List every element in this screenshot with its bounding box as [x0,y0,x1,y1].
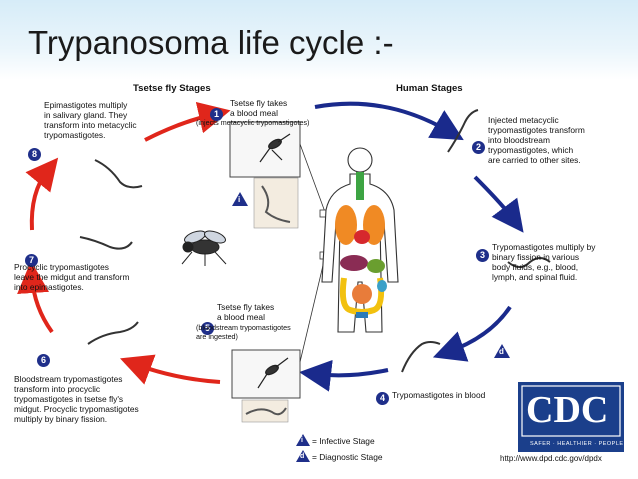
tsetse-fly-illustration [181,230,227,266]
liver [340,255,368,271]
parasite-stage8-icon [94,159,143,189]
cdc-logo-border [521,385,621,437]
stage-4-badge: 4 [376,388,389,406]
legend-diagnostic-label: = Diagnostic Stage [312,452,383,462]
diagnostic-marker-letter: d [499,347,504,356]
stomach [367,259,385,273]
cdc-logo-text: CDC [526,389,609,431]
stage-1-note: (injects metacyclic trypomastigotes) [196,118,310,127]
stage1-leader-line [299,143,326,213]
stage1-fly-icon [259,133,291,163]
cdc-logo-tagline: SAFER · HEALTHIER · PEOPLE™ [530,441,630,447]
parasite-stage6-icon [87,321,139,345]
tsetse-header: Tsetse fly Stages [133,83,211,94]
stage-5-text: Tsetse fly takes a blood meal [217,302,275,322]
infective-marker-triangle [232,192,248,206]
stage-1-badge: 1 [210,104,223,122]
arrow-1-to-2 [314,101,464,141]
stage-7-text: Procyclic trypomastigotes leave the midg… [14,262,130,292]
arrow-3-to-4 [432,305,512,362]
stage-3-text: Trypomastigotes multiply by binary fissi… [492,242,596,282]
stage-2-badge: 2 [472,137,485,155]
stage-3-badge: 3 [476,245,489,263]
slide-title: Trypanosoma life cycle :- [28,24,394,61]
arrow-4-to-5 [299,359,389,392]
arrow-5-to-6 [120,354,221,385]
slide-header-band [0,0,638,80]
arrow-8-to-1 [144,101,231,142]
diagnostic-marker-triangle [494,344,510,358]
parasite-stage3-icon [507,257,551,268]
kidney [377,280,387,292]
source-url[interactable]: http://www.dpd.cdc.gov/dpdx [500,454,602,463]
stage1-inset [253,177,299,229]
stage-6-badge: 6 [37,350,50,368]
stage-5-badge: 5 [201,318,214,336]
legend-infective-triangle [296,434,310,446]
stage-2-text: Injected metacyclic trypomastigotes tran… [488,115,585,165]
legend-diagnostic-symbol: d [300,453,305,460]
stage5-inset [241,399,289,423]
lung-left [335,205,357,245]
stage-6-text: Bloodstream trypomastigotes transform in… [14,374,139,424]
heart [354,230,370,244]
trachea [356,172,364,200]
diagram-graphics [17,101,624,452]
small-intestine [352,284,372,304]
cdc-logo-bg [518,382,624,452]
stage-4-text: Trypomastigotes in blood [392,390,486,400]
stage-8-badge: 8 [28,144,41,162]
stage5-fly-icon [257,357,289,389]
diagram-panel: Tsetse fly Stages Human Stages 1 2 3 4 5… [10,82,630,472]
arrow-6-to-7 [17,261,54,334]
stage-5-note: (bloodstream trypomastigotes are ingeste… [196,323,291,341]
parasite-stage7-icon [79,236,133,250]
parasite-stage2-icon [447,109,479,153]
parasite-stage4-icon [401,341,441,373]
stage5-parasite-icon [245,407,287,416]
stage-8-text: Epimastigotes multiply in salivary gland… [44,100,137,140]
stage-7-badge: 7 [25,250,38,268]
stage5-leader-line [299,256,326,363]
legend-diagnostic-triangle [296,450,310,462]
legend-infective-label: = Infective Stage [312,436,375,446]
legend-infective-symbol: i [301,437,303,444]
stage1-parasite-icon [261,185,291,223]
stage-1-text: Tsetse fly takes a blood meal [230,98,288,118]
human-header: Human Stages [396,83,463,94]
bladder [356,312,368,318]
infective-marker-letter: i [238,195,241,204]
stage1-fly-box [229,121,301,178]
arrow-2-to-3 [473,175,524,233]
arrow-7-to-8 [25,157,59,231]
